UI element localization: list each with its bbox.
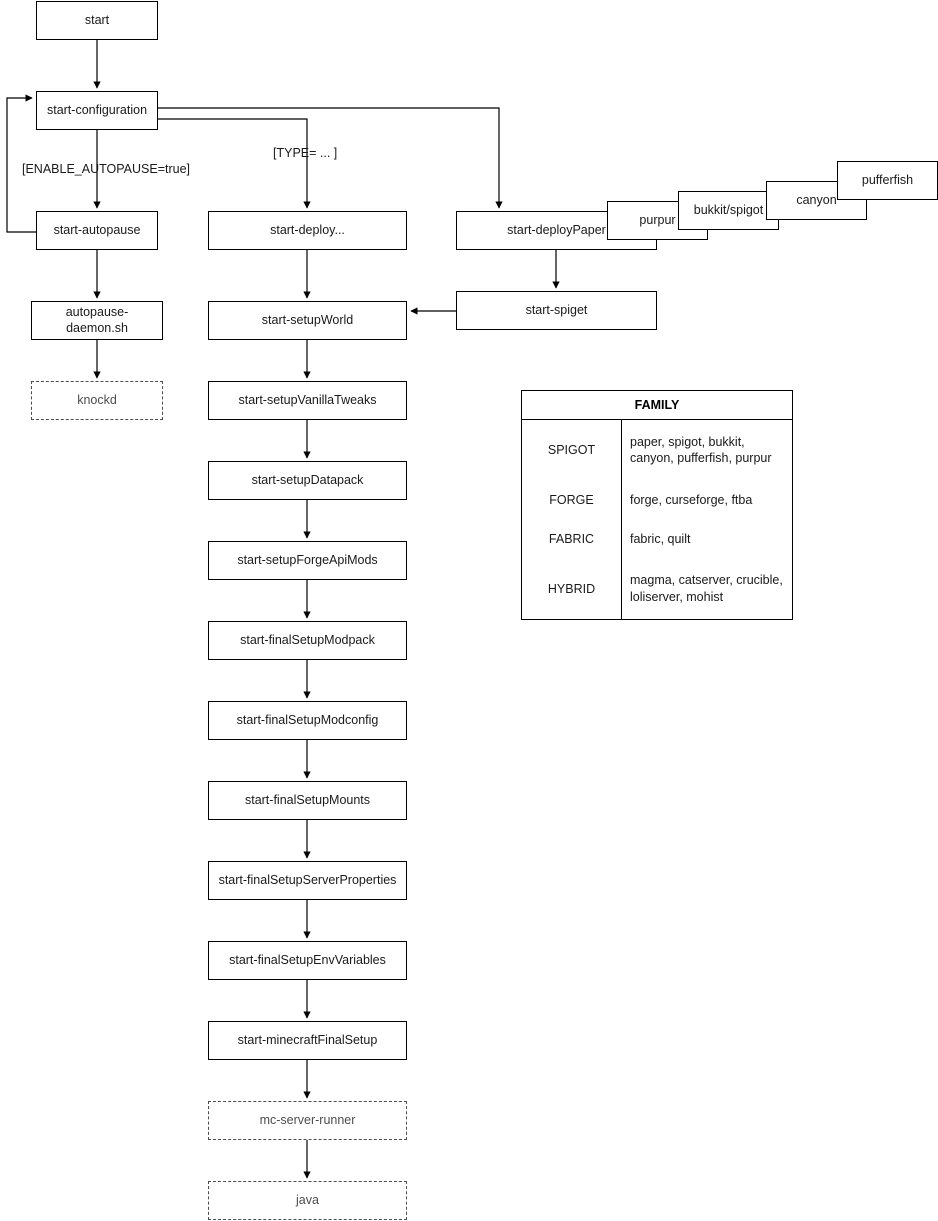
node-java[interactable]: java: [208, 1181, 407, 1220]
family-row: FORGE forge, curseforge, ftba: [522, 480, 792, 520]
node-start-minecraftFinalSetup[interactable]: start-minecraftFinalSetup: [208, 1021, 407, 1060]
node-start-deploy[interactable]: start-deploy...: [208, 211, 407, 250]
family-legend-table: FAMILY SPIGOT paper, spigot, bukkit, cany…: [521, 390, 793, 620]
node-knockd[interactable]: knockd: [31, 381, 163, 420]
node-start-setupDatapack[interactable]: start-setupDatapack: [208, 461, 407, 500]
family-name-spigot: SPIGOT: [522, 419, 622, 481]
family-name-forge: FORGE: [522, 480, 622, 520]
node-start-setupVanillaTweaks[interactable]: start-setupVanillaTweaks: [208, 381, 407, 420]
node-bukkit-spigot[interactable]: bukkit/spigot: [678, 191, 779, 230]
family-members-fabric: fabric, quilt: [630, 531, 691, 546]
family-name-fabric: FABRIC: [522, 519, 622, 559]
node-start-finalSetupServerProperties[interactable]: start-finalSetupServerProperties: [208, 861, 407, 900]
family-name-hybrid: HYBRID: [522, 558, 622, 619]
family-table-header: FAMILY: [522, 391, 792, 420]
edge-label-type: [TYPE= ... ]: [273, 146, 338, 160]
node-start-setupWorld[interactable]: start-setupWorld: [208, 301, 407, 340]
family-row: SPIGOT paper, spigot, bukkit, canyon, puf…: [522, 419, 792, 481]
family-row: HYBRID magma, catserver, crucible, lolise…: [522, 558, 792, 619]
family-members-spigot: paper, spigot, bukkit, canyon, pufferfis…: [630, 435, 772, 466]
node-start[interactable]: start: [36, 1, 158, 40]
node-pufferfish[interactable]: pufferfish: [837, 161, 938, 200]
node-start-autopause[interactable]: start-autopause: [36, 211, 158, 250]
node-start-spiget[interactable]: start-spiget: [456, 291, 657, 330]
node-start-finalSetupEnvVariables[interactable]: start-finalSetupEnvVariables: [208, 941, 407, 980]
node-start-finalSetupModconfig[interactable]: start-finalSetupModconfig: [208, 701, 407, 740]
node-start-configuration[interactable]: start-configuration: [36, 91, 158, 130]
node-autopause-daemon[interactable]: autopause-daemon.sh: [31, 301, 163, 340]
family-members-forge: forge, curseforge, ftba: [630, 493, 753, 508]
edge-label-enable-autopause: [ENABLE_AUTOPAUSE=true]: [22, 162, 191, 176]
family-row: FABRIC fabric, quilt: [522, 519, 792, 559]
family-members-hybrid: magma, catserver, crucible, loliserver, …: [630, 573, 783, 604]
node-start-finalSetupMounts[interactable]: start-finalSetupMounts: [208, 781, 407, 820]
node-start-setupForgeApiMods[interactable]: start-setupForgeApiMods: [208, 541, 407, 580]
node-mc-server-runner[interactable]: mc-server-runner: [208, 1101, 407, 1140]
node-start-finalSetupModpack[interactable]: start-finalSetupModpack: [208, 621, 407, 660]
